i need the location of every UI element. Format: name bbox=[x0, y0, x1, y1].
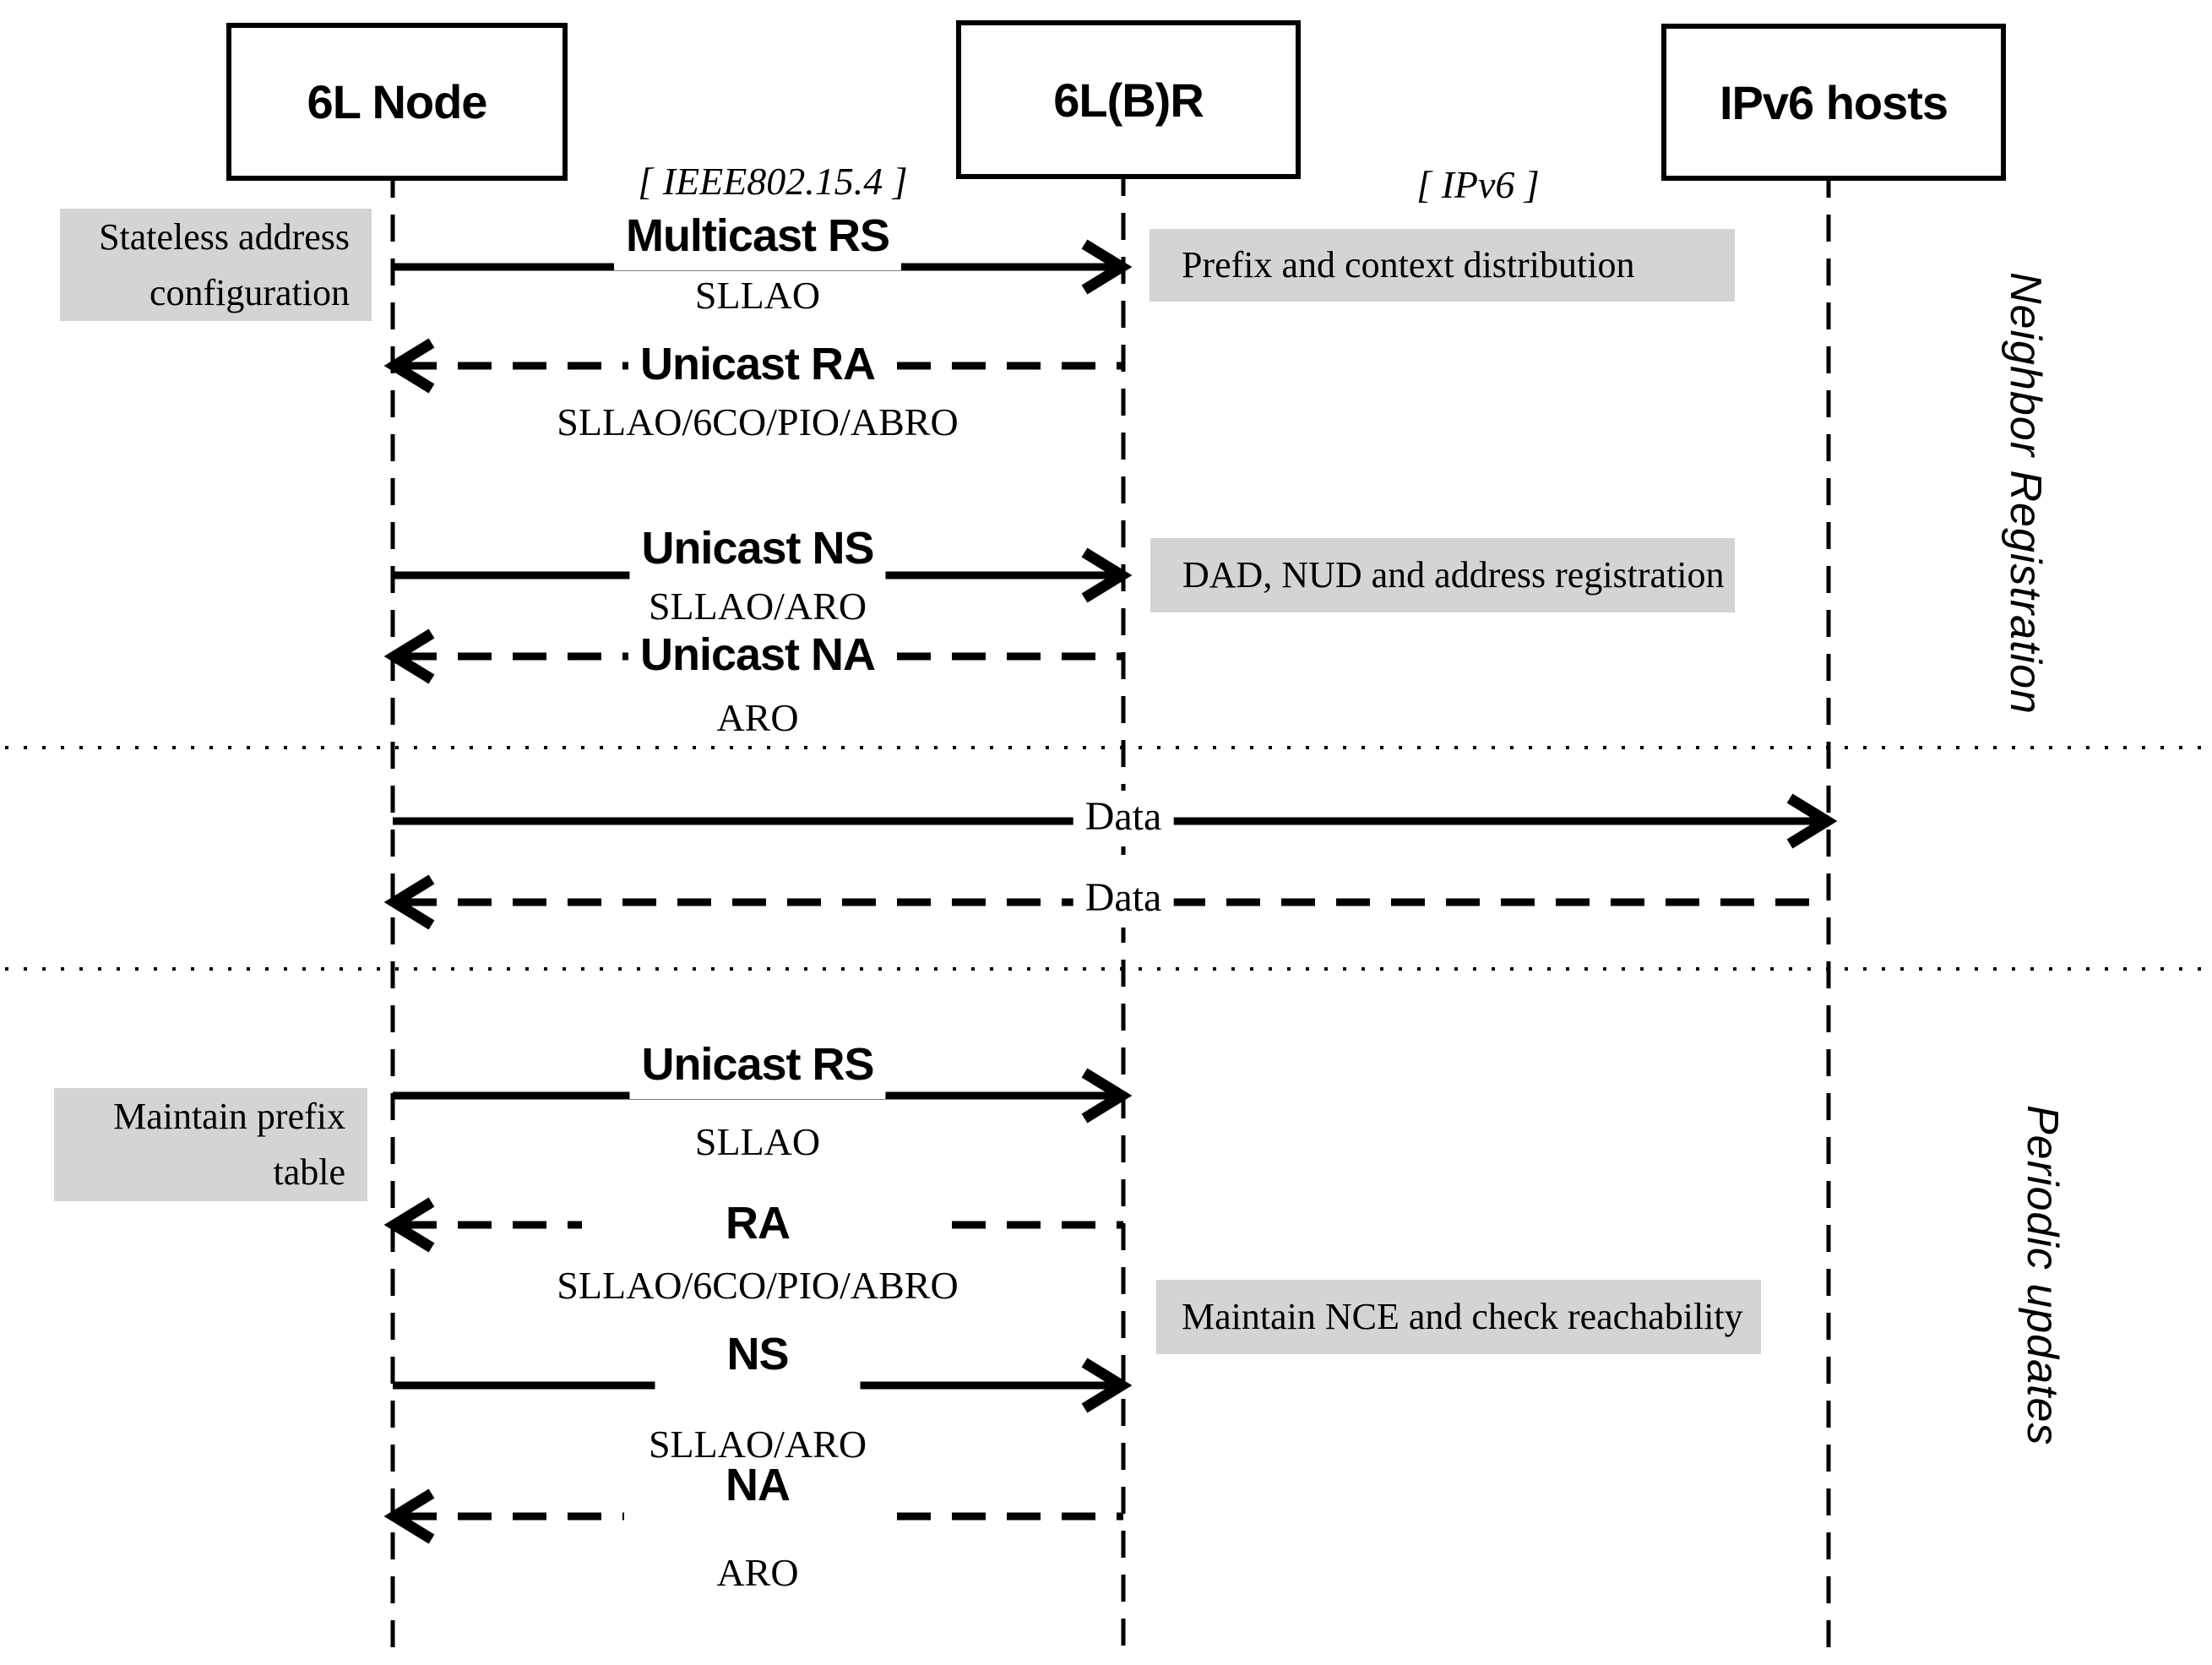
arrow-head-unicast-rs bbox=[1081, 1068, 1133, 1124]
actor-label-6lbr: 6L(B)R bbox=[1053, 73, 1204, 127]
note-prefix-context-text: Prefix and context distribution bbox=[1182, 244, 1635, 286]
message-sublabel-unicast-ra: SLLAO/6CO/PIO/ABRO bbox=[546, 399, 969, 446]
note-dad-nud-text: DAD, NUD and address registration bbox=[1182, 554, 1725, 596]
message-sublabel-na: ARO bbox=[706, 1549, 809, 1597]
layer-label-ipv6: [ IPv6 ] bbox=[1410, 162, 1546, 207]
note-maintain-nce: Maintain NCE and check reachability bbox=[1156, 1280, 1761, 1354]
note-dad-nud: DAD, NUD and address registration bbox=[1150, 538, 1735, 612]
note-stateless-line2: configuration bbox=[149, 271, 350, 313]
actor-box-6l-node: 6L Node bbox=[226, 23, 568, 181]
note-maintain-nce-text: Maintain NCE and check reachability bbox=[1182, 1296, 1743, 1337]
phase-label-neighbor-registration: Neighbor Registration bbox=[2001, 272, 2050, 715]
arrow-head-unicast-na bbox=[383, 628, 435, 684]
actor-box-6lbr: 6L(B)R bbox=[956, 20, 1301, 179]
message-label-ns: NS bbox=[655, 1328, 861, 1390]
actor-box-ipv6-hosts: IPv6 hosts bbox=[1661, 24, 2006, 181]
layer-label-ieee802154: [ IEEE802.15.4 ] bbox=[631, 159, 915, 204]
note-stateless-line1: Stateless address bbox=[99, 215, 350, 258]
note-prefix-context: Prefix and context distribution bbox=[1149, 229, 1735, 302]
arrow-head-unicast-ra bbox=[383, 338, 435, 394]
note-maintain-prefix-line2: table bbox=[273, 1151, 345, 1193]
message-sublabel-unicast-ns: SLLAO/ARO bbox=[638, 583, 878, 630]
arrow-head-unicast-ns bbox=[1081, 547, 1133, 603]
note-maintain-prefix-line1: Maintain prefix bbox=[113, 1096, 345, 1137]
message-sublabel-multicast-rs: SLLAO bbox=[684, 272, 831, 319]
message-label-na: NA bbox=[624, 1459, 891, 1521]
message-sublabel-unicast-na: ARO bbox=[706, 694, 809, 742]
actor-label-ipv6-hosts: IPv6 hosts bbox=[1719, 75, 1948, 129]
message-label-unicast-ns: Unicast NS bbox=[629, 522, 886, 583]
arrow-head-ra bbox=[383, 1197, 435, 1253]
arrow-head-multicast-rs bbox=[1081, 239, 1133, 295]
message-sublabel-ra: SLLAO/6CO/PIO/ABRO bbox=[546, 1262, 969, 1309]
arrow-head-na bbox=[383, 1488, 435, 1544]
arrow-head-data-left bbox=[383, 874, 435, 930]
message-label-unicast-na: Unicast NA bbox=[628, 628, 888, 689]
message-label-unicast-rs: Unicast RS bbox=[629, 1038, 886, 1099]
arrow-head-ns bbox=[1081, 1358, 1133, 1413]
message-label-multicast-rs: Multicast RS bbox=[613, 209, 902, 270]
message-sublabel-unicast-rs: SLLAO bbox=[684, 1118, 831, 1166]
arrow-head-data-right bbox=[1786, 793, 1838, 849]
message-label-data-right: Data bbox=[1073, 791, 1174, 846]
message-label-data-left: Data bbox=[1073, 872, 1174, 928]
actor-label-6l-node: 6L Node bbox=[307, 75, 488, 128]
note-stateless-address: Stateless address configuration bbox=[60, 209, 372, 321]
message-label-unicast-ra: Unicast RA bbox=[628, 338, 888, 399]
message-label-ra: RA bbox=[582, 1197, 933, 1258]
phase-label-periodic-updates: Periodic updates bbox=[2018, 1105, 2067, 1446]
note-maintain-prefix: Maintain prefix table bbox=[54, 1088, 367, 1201]
